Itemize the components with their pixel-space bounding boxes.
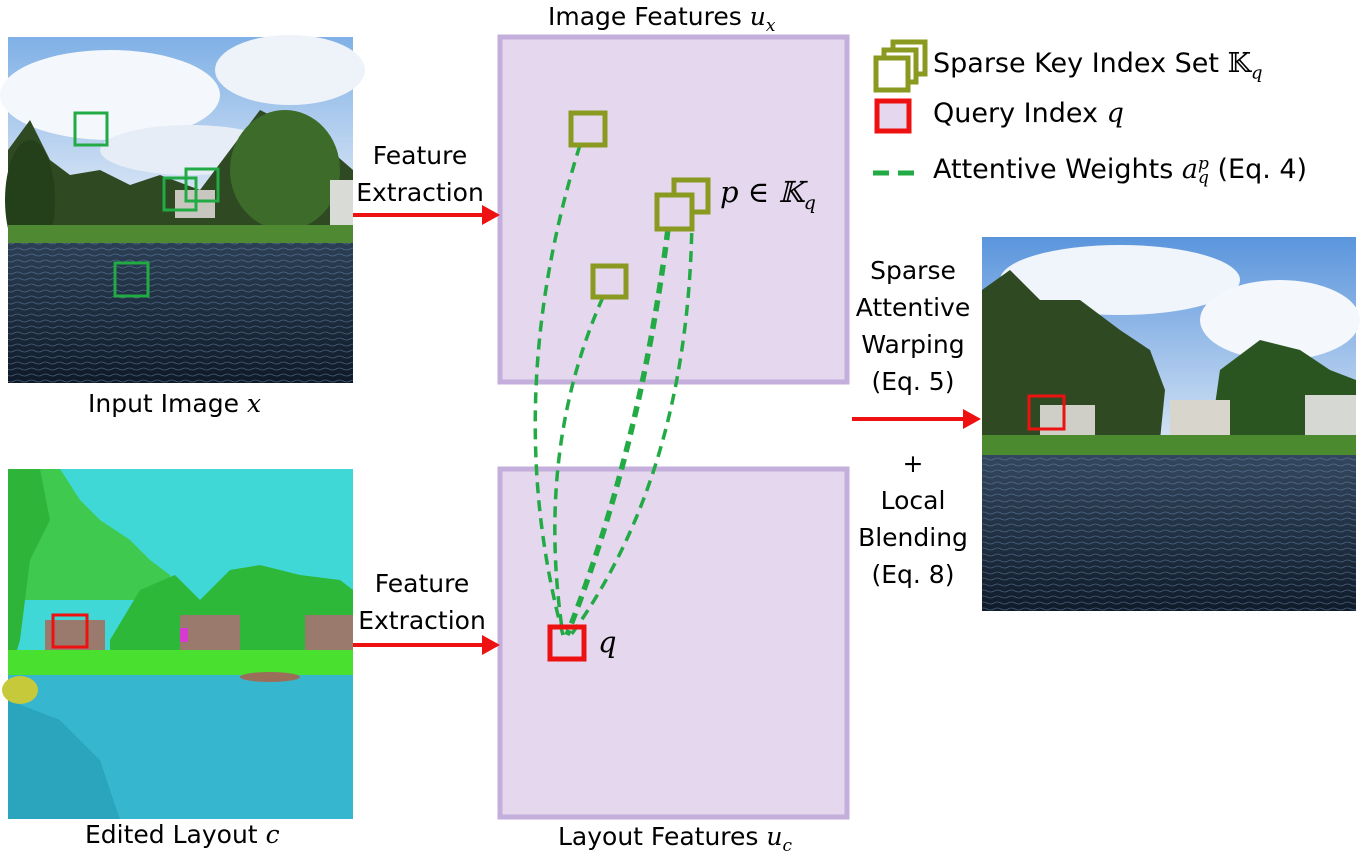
legend-sparse-key-text: Sparse Key Index Set 𝕂q	[933, 48, 1263, 84]
edited-layout-image	[2, 469, 353, 819]
legend-query-text: Query Index q	[933, 98, 1124, 129]
q-label: q	[598, 625, 617, 659]
attention-curves	[533, 144, 694, 637]
layout-features-box	[497, 466, 850, 820]
input-image-label: Input Image x	[88, 389, 262, 418]
query-index-legend-icon	[874, 98, 912, 134]
image-features-label: Image Features ux	[548, 2, 776, 36]
edited-layout-label: Edited Layout c	[85, 820, 280, 849]
layout-features-label: Layout Features uc	[558, 822, 793, 856]
legend-icons	[873, 39, 928, 176]
warping-label: Sparse Attentive Warping (Eq. 5)	[855, 256, 971, 396]
query-index-box	[547, 624, 587, 662]
top-feature-extraction-label: Feature Extraction	[356, 141, 484, 207]
output-image	[982, 237, 1360, 611]
input-image	[0, 35, 365, 383]
key-index-boxes	[568, 110, 711, 300]
p-in-key-set-label: p ∈ 𝕂q	[720, 175, 816, 214]
bottom-feature-extraction-label: Feature Extraction	[358, 569, 486, 635]
blending-label: + Local Blending (Eq. 8)	[858, 449, 968, 589]
arrows	[353, 205, 981, 655]
